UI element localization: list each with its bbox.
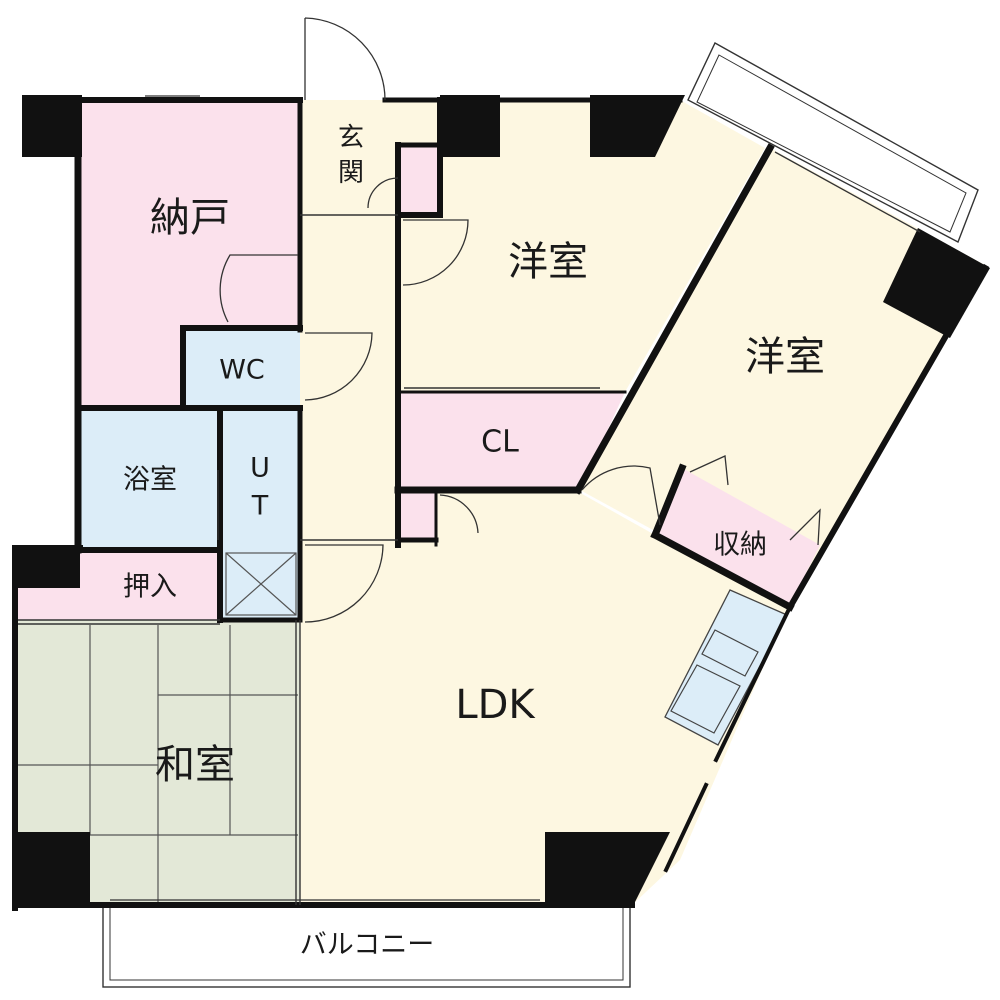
western-room-1-label: 洋室 <box>508 239 588 285</box>
entrance-label-1: 玄 <box>338 123 364 153</box>
washer-pan <box>225 552 297 616</box>
balcony-top-right <box>687 42 979 243</box>
utility-label-1: U <box>250 453 270 484</box>
ldk-floor <box>300 490 790 905</box>
walls <box>12 96 990 911</box>
storage-room-label: 納戸 <box>150 195 230 241</box>
japanese-room-label: 和室 <box>155 742 235 788</box>
western-room-1-floor <box>400 100 765 392</box>
bathroom-label: 浴室 <box>123 465 177 496</box>
ldk-nook <box>400 490 435 540</box>
thin-partitions <box>18 214 600 905</box>
kitchen-counter <box>664 589 788 746</box>
oshiire-label: 押入 <box>123 572 177 603</box>
bathroom-floor <box>80 410 220 550</box>
balcony-label: バルコニー <box>300 930 434 961</box>
doors <box>110 17 921 901</box>
closet-floor <box>400 392 625 490</box>
ldk-label: LDK <box>455 682 536 728</box>
pillars <box>15 95 990 908</box>
balcony-bottom <box>102 904 631 988</box>
toilet-label: WC <box>219 355 265 386</box>
storage-closet-floor <box>655 468 820 605</box>
western-room-2-label: 洋室 <box>745 334 825 380</box>
tatami-lines <box>18 625 298 905</box>
utility-label-2: T <box>251 491 269 522</box>
closet-label: CL <box>481 425 519 460</box>
wc-floor <box>185 328 300 408</box>
shoe-cabinet <box>400 145 440 215</box>
storage-closet-label: 収納 <box>713 530 767 561</box>
entrance-label-2: 関 <box>338 158 364 188</box>
